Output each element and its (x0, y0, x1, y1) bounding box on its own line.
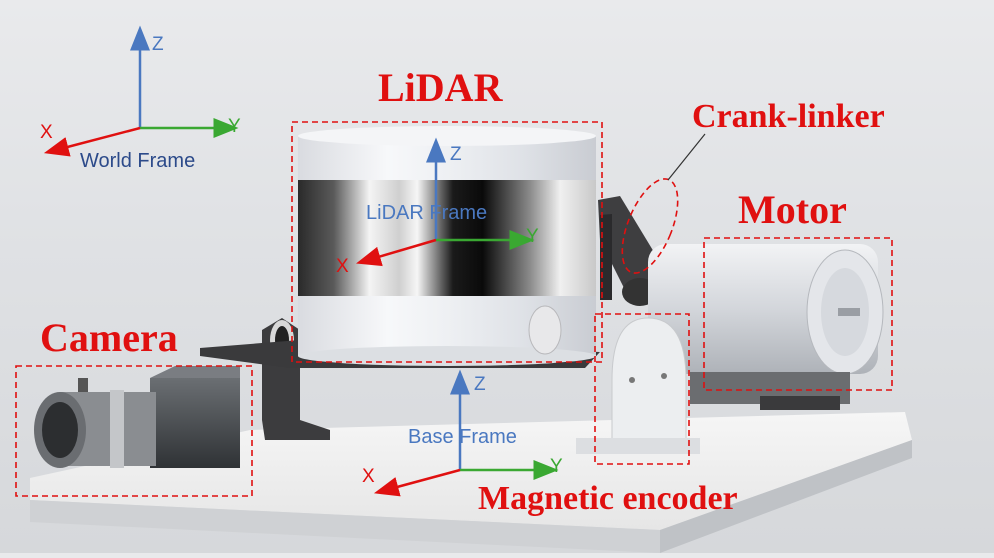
lidar-frame-label: LiDAR Frame (366, 202, 488, 224)
crank-linker-leader (667, 133, 706, 181)
base-x-label: X (362, 466, 375, 487)
lidar-box (291, 121, 603, 363)
lidar-z-label: Z (450, 144, 462, 165)
world-y-label: Y (228, 116, 241, 137)
camera-box (15, 365, 253, 497)
base-z-label: Z (474, 374, 486, 395)
motor-device (648, 244, 884, 410)
lidar-device (298, 126, 596, 366)
world-x-label: X (40, 122, 53, 143)
motor-label: Motor (738, 187, 847, 232)
magnetic-encoder-label: Magnetic encoder (478, 480, 738, 517)
world-frame-axes (43, 25, 239, 157)
world-z-label: Z (152, 34, 164, 55)
camera-label: Camera (40, 315, 178, 360)
base-frame-axes (373, 369, 559, 497)
lidar-x-label: X (336, 256, 349, 277)
encoder-box (594, 313, 690, 465)
magnetic-encoder-bracket (576, 317, 700, 454)
camera-device (34, 366, 240, 468)
world-frame-label: World Frame (80, 150, 196, 172)
motor-box (703, 237, 893, 391)
crank-linker-label: Crank-linker (692, 98, 885, 135)
base-frame-label: Base Frame (408, 426, 517, 448)
base-y-label: Y (550, 456, 563, 477)
lidar-y-label: Y (526, 226, 539, 247)
lidar-label: LiDAR (378, 65, 503, 110)
lidar-frame-axes (356, 137, 535, 267)
